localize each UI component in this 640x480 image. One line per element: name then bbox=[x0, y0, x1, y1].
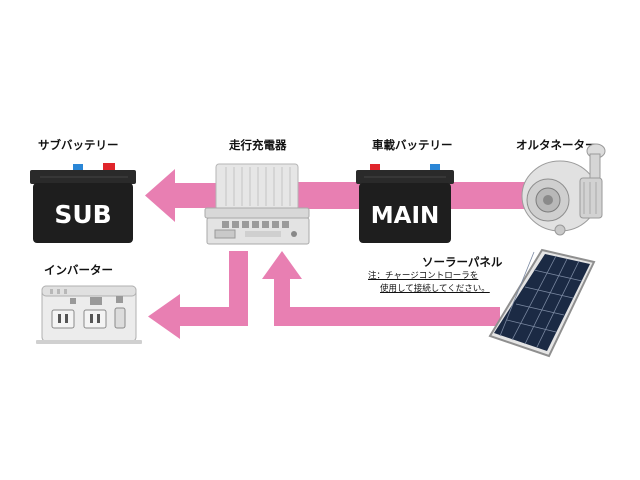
main-battery-text: MAIN bbox=[371, 203, 440, 229]
main-battery-terminal-red bbox=[370, 164, 380, 172]
alternator-label: オルタネーター bbox=[516, 138, 597, 152]
main-battery-terminal-blue bbox=[430, 164, 440, 172]
flow-arrows bbox=[145, 169, 538, 339]
arrow-charger-to-sub bbox=[145, 169, 224, 222]
solar-panel-device bbox=[488, 248, 596, 358]
alternator-device bbox=[521, 143, 606, 236]
sub-battery-terminal-red bbox=[103, 163, 115, 172]
charger-device bbox=[204, 163, 310, 245]
sub-battery-terminal-blue bbox=[73, 164, 83, 171]
solar-panel-label: ソーラーパネル bbox=[422, 255, 503, 269]
inverter-label: インバーター bbox=[44, 263, 113, 277]
sub-battery-label: サブバッテリー bbox=[38, 138, 119, 152]
sub-battery-text: SUB bbox=[54, 200, 111, 229]
note-line-1: 注：チャージコントローラを bbox=[368, 271, 479, 281]
main-battery: MAIN bbox=[356, 164, 454, 243]
arrow-solar-to-charger bbox=[262, 251, 500, 326]
note-line-2: 使用して接続してください。 bbox=[380, 284, 490, 294]
main-battery-label: 車載バッテリー bbox=[372, 138, 453, 152]
inverter-device bbox=[36, 285, 142, 344]
charger-label: 走行充電器 bbox=[229, 138, 287, 152]
sub-battery: SUB bbox=[30, 163, 136, 243]
arrow-charger-to-inverter bbox=[148, 251, 248, 339]
